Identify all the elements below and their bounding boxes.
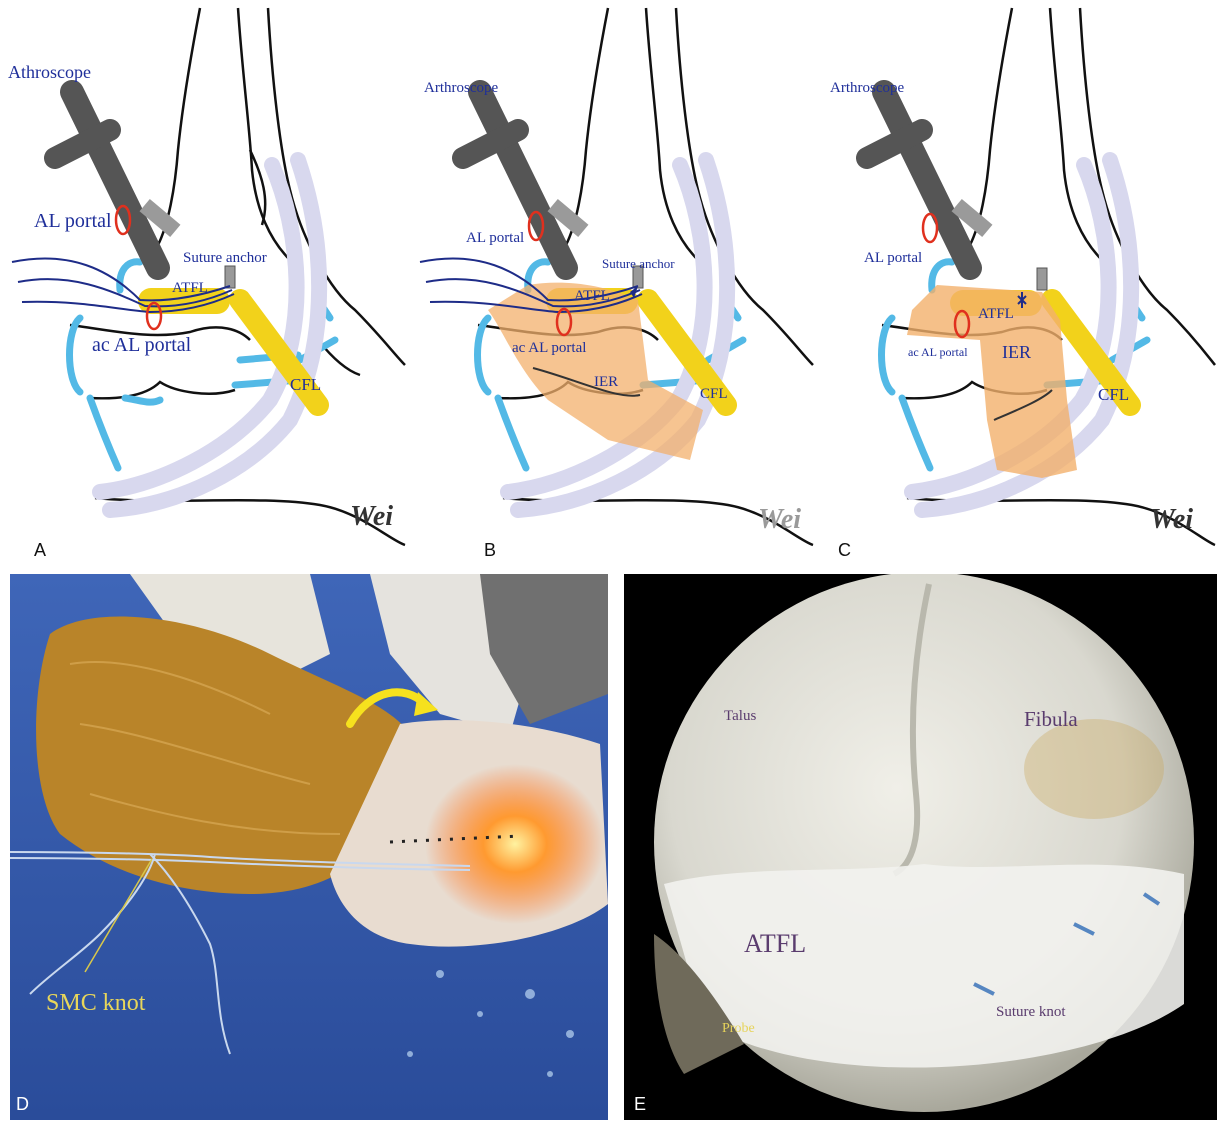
- suture-anchor-icon: [1037, 268, 1047, 290]
- ier-label: IER: [594, 374, 618, 390]
- panel-letter: C: [838, 540, 851, 560]
- fibula-label: Fibula: [1024, 707, 1078, 731]
- panel-letter: D: [16, 1094, 29, 1114]
- ac-al-portal-label: ac AL portal: [908, 345, 968, 359]
- signature: Wei: [758, 504, 801, 535]
- panel-letter: A: [34, 540, 46, 560]
- atfl-tissue: [664, 864, 1184, 1068]
- panel-d: SMC knot D: [10, 574, 608, 1120]
- atfl-label: ATFL: [172, 280, 208, 296]
- panel-b: Arthroscope AL portal Suture anchor ATFL…: [408, 0, 816, 566]
- arthroscope-label: Arthroscope: [424, 80, 498, 96]
- panel-a: Athroscope AL portal Suture anchor ATFL …: [0, 0, 408, 566]
- al-portal-label: AL portal: [864, 250, 922, 266]
- suture-anchor-label: Suture anchor: [183, 250, 267, 266]
- arthroscope-icon: [55, 92, 180, 268]
- atfl-label: ATFL: [574, 288, 610, 304]
- talus-label: Talus: [724, 708, 756, 724]
- cfl-label: CFL: [700, 386, 728, 402]
- atfl-label: ATFL: [744, 929, 806, 958]
- signature: Wei: [350, 501, 393, 532]
- signature: Wei: [1150, 504, 1193, 535]
- ier-label: IER: [1002, 342, 1031, 362]
- panel-letter: B: [484, 540, 496, 560]
- fibula-stain: [1024, 719, 1164, 819]
- arthroscope-light-glow: [425, 764, 605, 924]
- arthroscope-label: Arthroscope: [830, 80, 904, 96]
- arthroscope-label: Athroscope: [8, 62, 91, 82]
- smc-knot-label: SMC knot: [46, 990, 146, 1016]
- ac-al-portal-label: ac AL portal: [512, 340, 586, 356]
- panel-letter: E: [634, 1094, 646, 1114]
- cfl-label: CFL: [1098, 385, 1129, 404]
- panel-e: Talus Fibula ATFL Probe Suture knot E: [624, 574, 1217, 1120]
- panel-c: Arthroscope AL portal ATFL ac AL portal …: [812, 0, 1217, 566]
- suture-anchor-label: Suture anchor: [602, 256, 675, 271]
- atfl-label: ATFL: [978, 306, 1014, 322]
- ac-al-portal-label: ac AL portal: [92, 334, 192, 356]
- suture-knot-label: Suture knot: [996, 1004, 1066, 1020]
- suture-anchor-icon: [225, 266, 235, 288]
- al-portal-marker: [923, 214, 937, 242]
- al-portal-label: AL portal: [466, 230, 524, 246]
- cfl-label: CFL: [290, 375, 321, 394]
- al-portal-label: AL portal: [34, 210, 112, 232]
- probe-label: Probe: [722, 1021, 755, 1036]
